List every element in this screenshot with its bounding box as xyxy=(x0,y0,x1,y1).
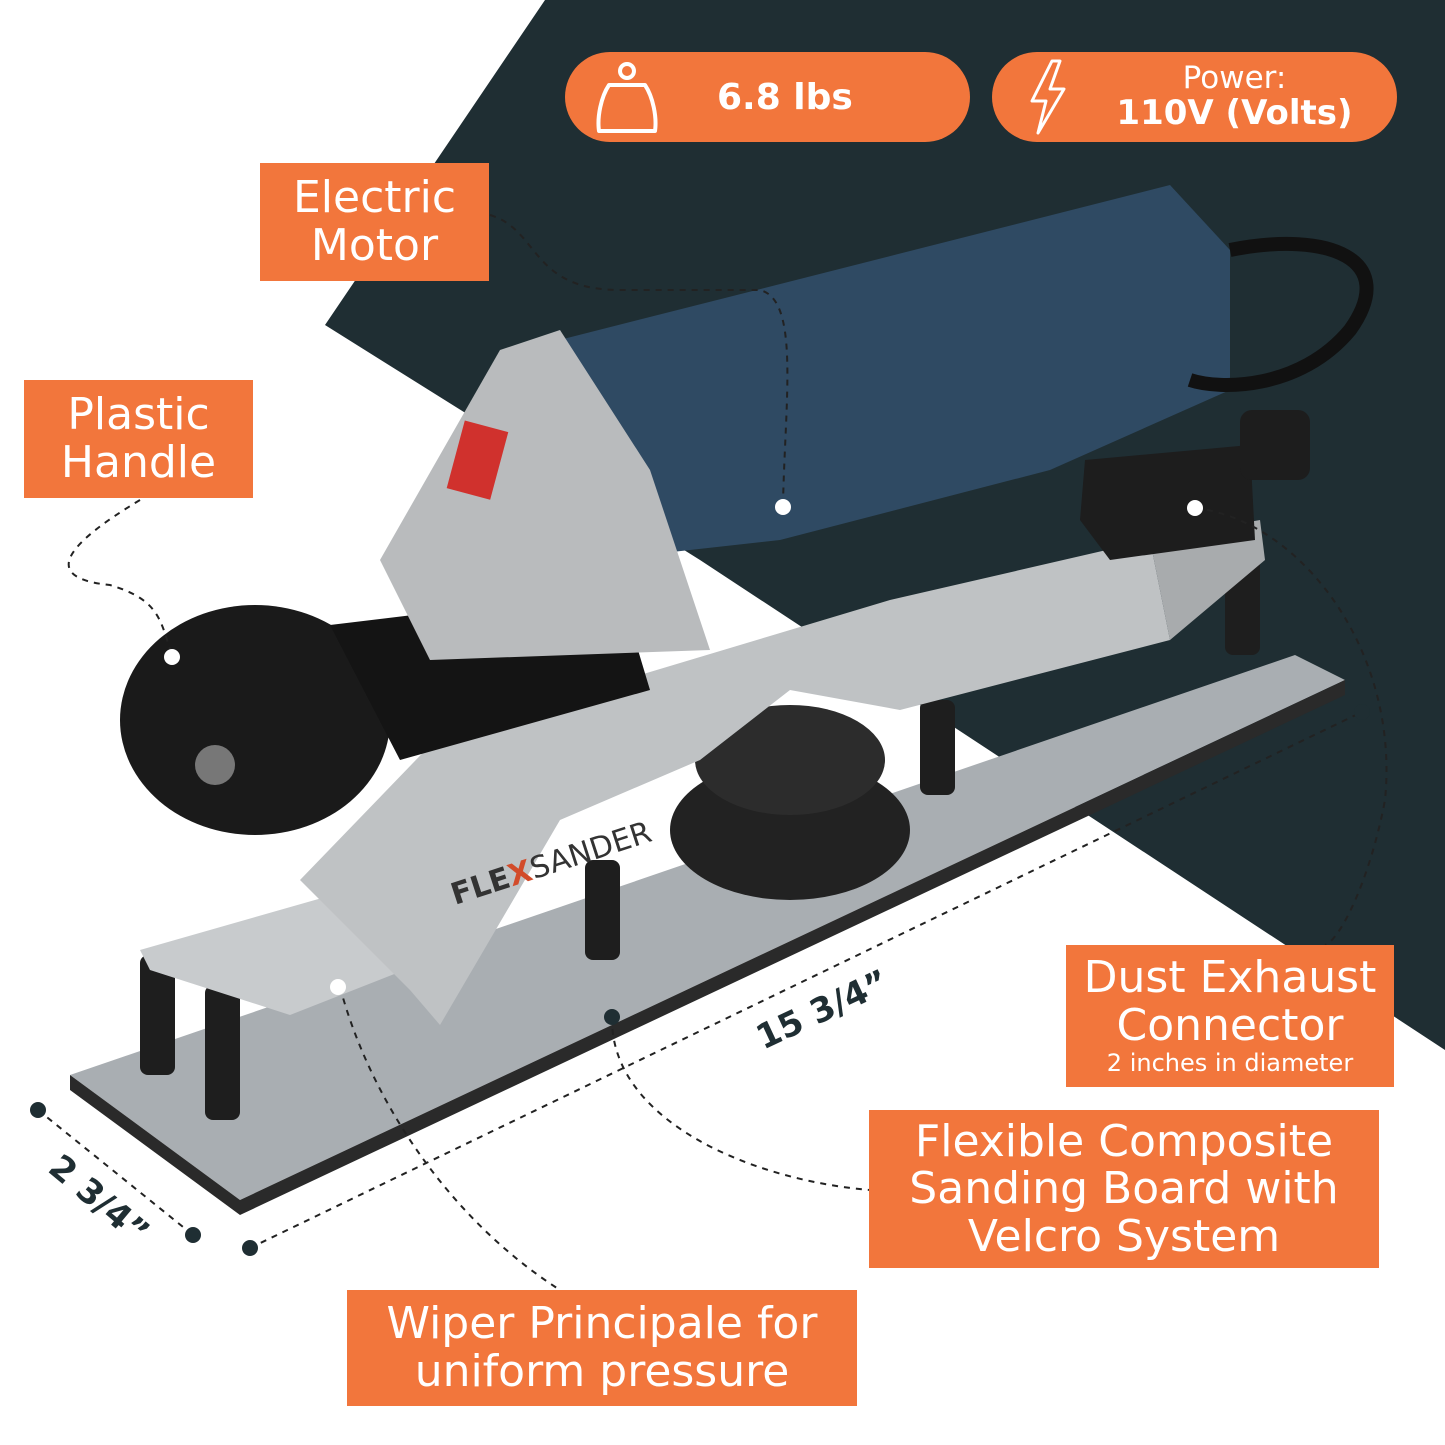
weight-value: 6.8 lbs xyxy=(717,76,853,118)
support-posts xyxy=(140,555,1260,1120)
lightning-bolt-icon xyxy=(1030,59,1066,135)
weight-badge: 6.8 lbs xyxy=(565,52,970,142)
sanding-board xyxy=(70,655,1345,1200)
leader-lines xyxy=(37,214,1388,1291)
callout-plastic-handle: Plastic Handle xyxy=(24,380,253,498)
callout-electric-motor: Electric Motor xyxy=(260,163,489,281)
callout-dust-exhaust: Dust Exhaust Connector 2 inches in diame… xyxy=(1066,945,1394,1087)
aluminum-frame xyxy=(300,540,1170,1025)
callout-text: uniform pressure xyxy=(414,1346,790,1397)
callout-text: Flexible Composite xyxy=(914,1115,1334,1167)
power-label: Power: xyxy=(1182,60,1287,97)
dust-connector xyxy=(1080,445,1255,560)
plastic-handle xyxy=(120,605,390,835)
kettlebell-icon xyxy=(596,62,658,133)
callout-text: Velcro System xyxy=(967,1210,1281,1262)
electric-motor-body xyxy=(520,185,1230,560)
callout-text: Sanding Board with xyxy=(909,1163,1339,1215)
callout-note: 2 inches in diameter xyxy=(1106,1049,1354,1078)
callout-text: Motor xyxy=(310,220,439,271)
power-badge: Power: 110V (Volts) xyxy=(992,52,1397,142)
power-value: 110V (Volts) xyxy=(1116,93,1353,134)
callout-text: Connector xyxy=(1116,999,1344,1051)
callout-text: Electric xyxy=(292,172,457,224)
callout-text: Plastic xyxy=(67,389,210,441)
callout-wiper: Wiper Principale for uniform pressure xyxy=(347,1290,857,1406)
callout-text: Wiper Principale for xyxy=(386,1298,818,1350)
callout-text: Handle xyxy=(60,437,217,488)
dimension-endpoints xyxy=(30,704,1370,1256)
callout-dots xyxy=(164,499,1203,995)
callout-text: Dust Exhaust xyxy=(1083,952,1377,1004)
callout-sanding-board: Flexible Composite Sanding Board with Ve… xyxy=(869,1110,1379,1268)
